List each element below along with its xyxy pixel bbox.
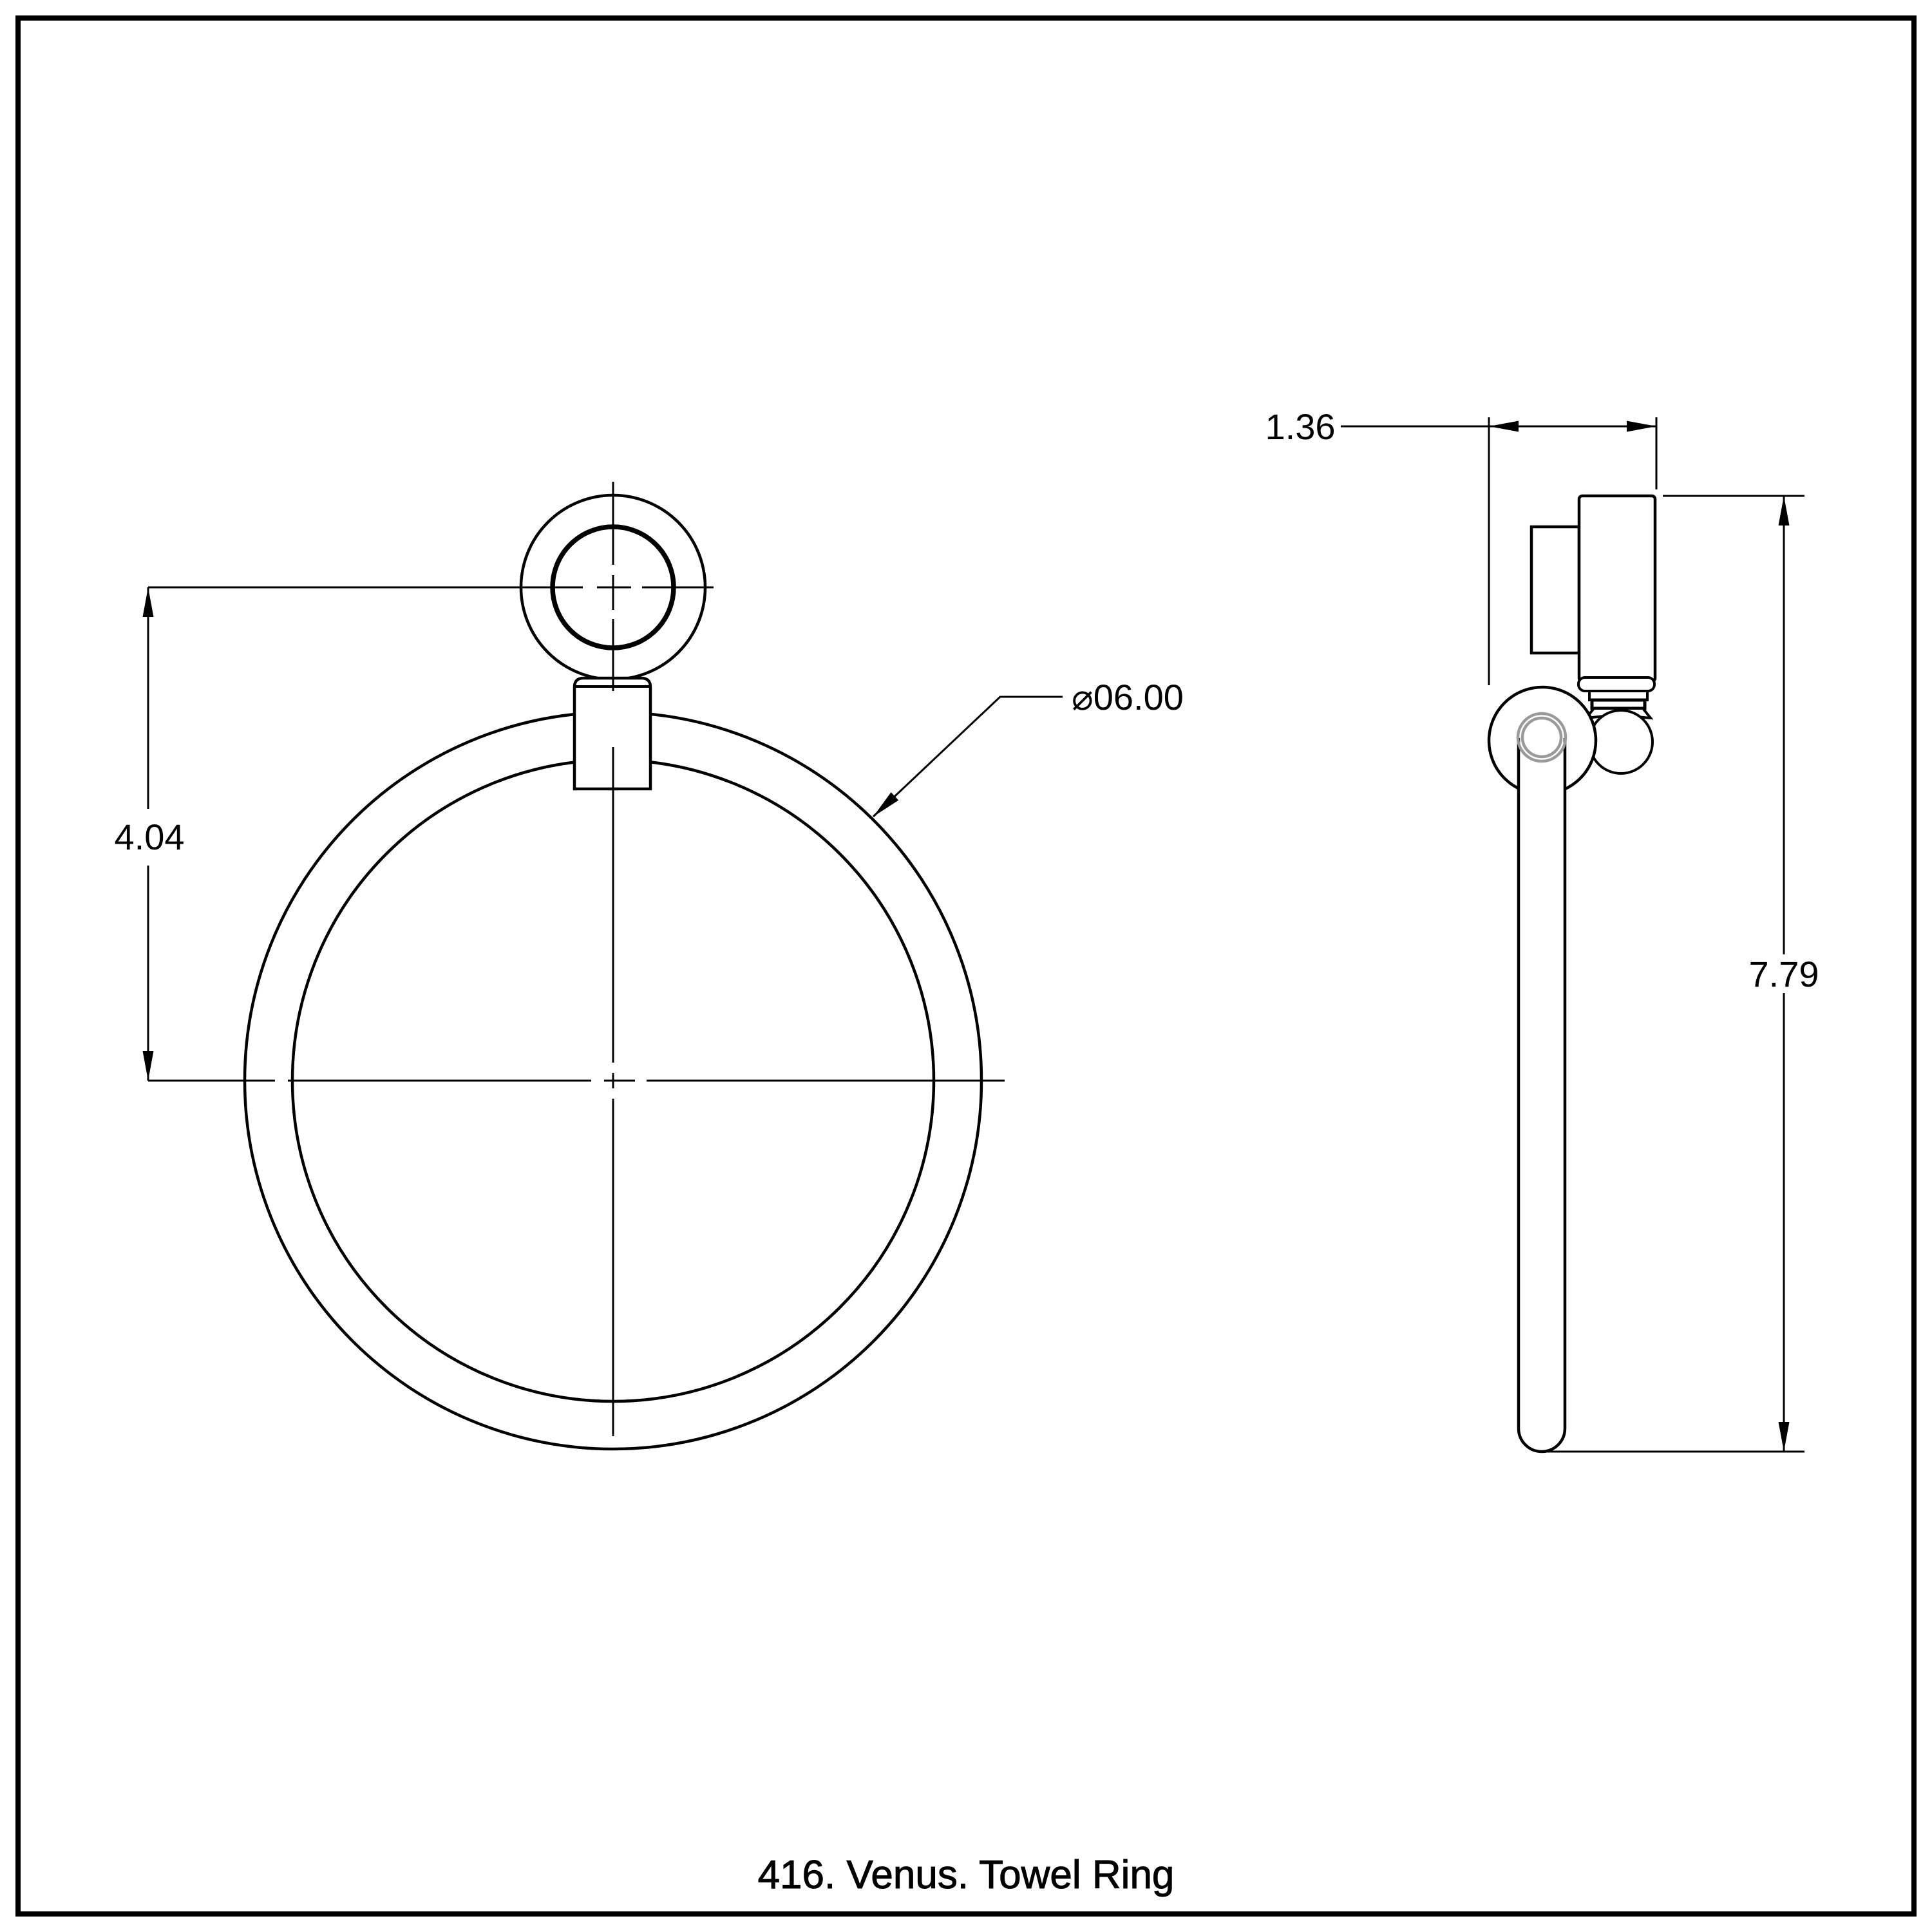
front-view bbox=[148, 482, 1005, 1451]
dim-text-bracket-depth: 1.36 bbox=[1265, 406, 1336, 447]
dimension-ring-diameter: ⌀06.00 bbox=[872, 677, 1184, 818]
bracket-body bbox=[1577, 494, 1657, 683]
arrow-up-icon bbox=[1778, 496, 1790, 526]
arrow-up-icon bbox=[142, 587, 154, 617]
finial-ball bbox=[1588, 709, 1654, 775]
front-centerlines bbox=[148, 482, 1005, 1436]
leader-line bbox=[872, 696, 1063, 818]
wall-plate bbox=[1530, 525, 1581, 655]
arrow-left-icon bbox=[1489, 421, 1519, 432]
bracket-neck bbox=[1577, 676, 1656, 720]
dim-text-overall-height: 7.79 bbox=[1749, 954, 1819, 994]
connector-block bbox=[573, 676, 652, 791]
drawing-caption: 416. Venus. Towel Ring bbox=[758, 1853, 1175, 1897]
page-border bbox=[15, 15, 1917, 1917]
dim-text-ring-diameter: ⌀06.00 bbox=[1072, 677, 1184, 717]
dimension-overall-height: 7.79 bbox=[1546, 495, 1819, 1453]
dimension-mount-height: 4.04 bbox=[115, 587, 185, 1081]
arrow-right-icon bbox=[1627, 421, 1656, 432]
arrow-down-icon bbox=[142, 1051, 154, 1081]
neck-cap-ring bbox=[1577, 676, 1656, 692]
ring-section-inner bbox=[1520, 716, 1563, 759]
arrow-down-icon bbox=[1778, 1422, 1790, 1452]
ring-edge-bar bbox=[1517, 738, 1567, 1454]
side-view bbox=[1487, 494, 1657, 1454]
leader-arrow-icon bbox=[873, 792, 899, 817]
dim-text-mount-height: 4.04 bbox=[115, 817, 185, 857]
dimension-bracket-depth: 1.36 bbox=[1265, 406, 1658, 685]
ring-section-outer bbox=[1516, 712, 1567, 763]
